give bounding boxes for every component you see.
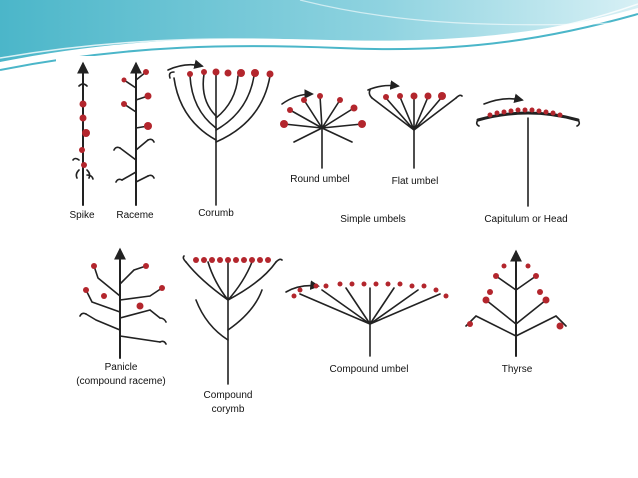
capitulum-figure bbox=[475, 93, 581, 207]
label-round-umbel: Round umbel bbox=[290, 174, 350, 185]
flat-umbel-figure bbox=[367, 80, 463, 169]
diagram-panel bbox=[56, 56, 594, 428]
label-corymb: Corumb bbox=[198, 208, 234, 219]
label-compound-umbel: Compound umbel bbox=[329, 364, 409, 375]
spike-figure bbox=[72, 61, 94, 206]
thyrse-figure bbox=[465, 249, 567, 357]
label-thyrse: Thyrse bbox=[501, 364, 533, 375]
compound-umbel-figure bbox=[285, 280, 449, 357]
label-flat-umbel: Flat umbel bbox=[391, 176, 439, 187]
label-panicle-sub: (compound raceme) bbox=[76, 376, 166, 387]
label-spike: Spike bbox=[69, 210, 95, 221]
label-simple-umbels: Simple umbels bbox=[340, 214, 406, 225]
panicle-figure bbox=[79, 247, 167, 359]
round-umbel-figure bbox=[280, 89, 366, 169]
corymb-figure bbox=[167, 59, 274, 206]
label-panicle: Panicle bbox=[104, 362, 138, 373]
label-capitulum: Capitulum or Head bbox=[484, 214, 568, 225]
label-compound-corymb-1: Compound bbox=[203, 390, 253, 401]
label-compound-corymb-2: corymb bbox=[211, 404, 245, 415]
label-raceme: Raceme bbox=[116, 210, 154, 221]
raceme-figure bbox=[113, 61, 155, 206]
compound-corymb-figure bbox=[182, 255, 283, 385]
